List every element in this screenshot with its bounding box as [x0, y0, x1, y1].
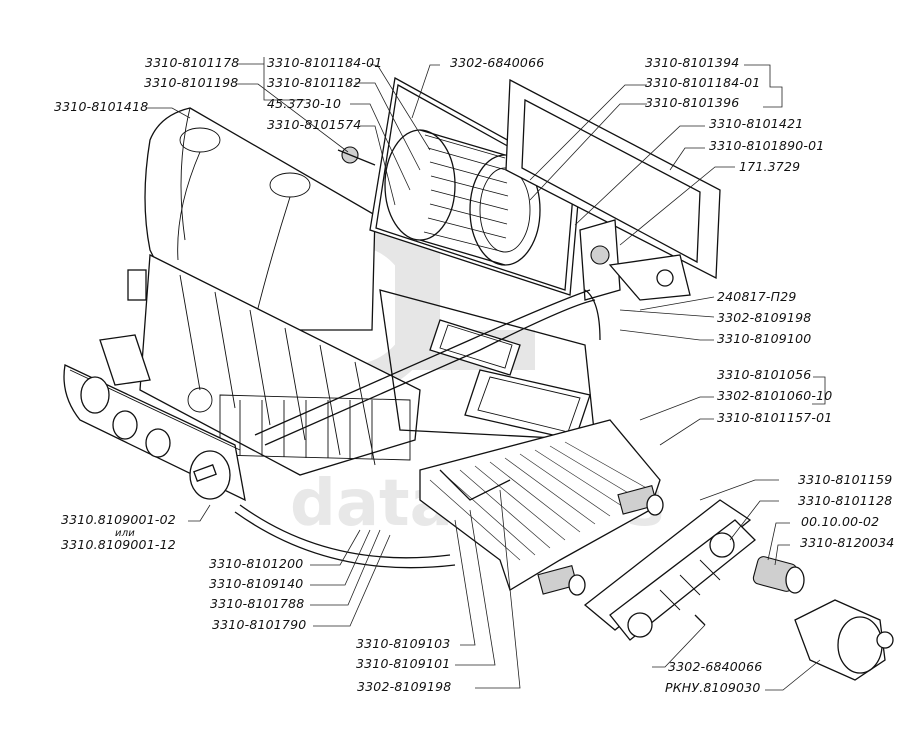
label-part-3302-6840066-bottom: 3302-6840066 [668, 659, 763, 674]
leader-lines [147, 57, 826, 691]
label-part-45-3730-10: 45.3730-10 [267, 96, 342, 111]
control-cables [234, 289, 601, 569]
label-part-rkny-8109030: РКНУ.8109030 [665, 680, 761, 695]
label-part-3310-8101157-01: 3310-8101157-01 [717, 410, 833, 425]
heater-base-housing [139, 253, 421, 476]
hose-clamp [752, 556, 805, 594]
label-part-3310-8109100: 3310-8109100 [717, 331, 812, 346]
label-part-3310-8101178: 3310-8101178 [145, 55, 240, 70]
label-part-00-10-00-02: 00.10.00-02 [801, 514, 880, 529]
label-part-3302-8109198-bottom: 3302-8109198 [357, 679, 452, 694]
label-part-3302-6840066-top: 3302-6840066 [450, 55, 545, 70]
radiator-cover-plate [583, 499, 756, 641]
label-part-3310-8101198: 3310-8101198 [144, 75, 239, 90]
label-part-3310-8101182: 3310-8101182 [267, 75, 362, 90]
heater-housing-cover [127, 107, 376, 331]
blower-fan [337, 129, 541, 266]
label-part-3310-8101574: 3310-8101574 [267, 117, 362, 132]
label-part-3310-8101159: 3310-8101159 [798, 472, 893, 487]
label-part-3310-8109101: 3310-8109101 [356, 656, 451, 671]
label-part-3310-8101788: 3310-8101788 [210, 596, 305, 611]
label-part-3310-8109001-12: 3310.8109001-12 [61, 537, 176, 552]
label-part-3302-8109198-right: 3302-8109198 [717, 310, 812, 325]
label-part-171-3729: 171.3729 [739, 159, 801, 174]
label-part-3310-8101394: 3310-8101394 [645, 55, 740, 70]
label-part-3310-8101396: 3310-8101396 [645, 95, 740, 110]
label-part-3310-8109103: 3310-8109103 [356, 636, 451, 651]
label-or: или [115, 528, 135, 539]
label-part-3310-8101200: 3310-8101200 [209, 556, 304, 571]
label-part-240817-p29: 240817-П29 [717, 289, 797, 304]
air-duct-outlets [379, 289, 596, 441]
label-part-3310-8101184-01-right: 3310-8101184-01 [645, 75, 761, 90]
control-panel [63, 334, 246, 502]
label-part-3310-8120034: 3310-8120034 [800, 535, 895, 550]
label-part-3310-8109140: 3310-8109140 [209, 576, 304, 591]
label-part-3310-8101128: 3310-8101128 [798, 493, 893, 508]
heater-valve [794, 599, 894, 681]
label-part-3310-8101421: 3310-8101421 [709, 116, 804, 131]
motor-connector-bracket [579, 219, 691, 301]
label-part-3310-8101056: 3310-8101056 [717, 367, 812, 382]
label-part-3310-8101418: 3310-8101418 [54, 99, 149, 114]
label-part-3310-8109001-02: 3310.8109001-02 [61, 512, 176, 527]
label-part-3302-8101060-10: 3302-8101060-10 [717, 388, 833, 403]
air-filter-frame [505, 78, 721, 280]
label-part-3310-8101790: 3310-8101790 [212, 617, 307, 632]
label-part-3310-8101890-01: 3310-8101890-01 [709, 138, 825, 153]
heater-radiator [419, 419, 664, 596]
label-part-3310-8101184-01-left: 3310-8101184-01 [267, 55, 383, 70]
